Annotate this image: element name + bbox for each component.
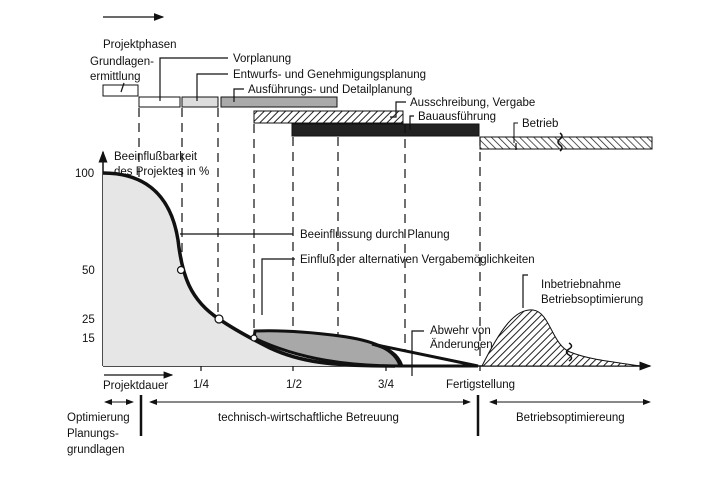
- abwehr-wedge: [371, 342, 479, 368]
- annotation-abwehr-2: Änderungen: [430, 339, 493, 351]
- x-tick-quarter: 1/4: [193, 379, 210, 391]
- y-tick-100: 100: [75, 168, 94, 180]
- x-tick-half: 1/2: [286, 379, 302, 391]
- label-entwurf: Entwurfs- und Genehmigungsplanung: [233, 69, 426, 81]
- bottom-opt-3: grundlagen: [67, 444, 125, 456]
- label-grundlagen-1: Grundlagen-: [90, 56, 154, 68]
- bar-betrieb: [479, 136, 653, 150]
- annotation-planung: Beeinflussung durch Planung: [300, 229, 450, 241]
- x-tick-marks: [200, 366, 481, 371]
- label-vorplanung: Vorplanung: [233, 53, 291, 65]
- annotation-vergabe: Einfluß der alternativen Vergabemöglichk…: [300, 254, 535, 266]
- leader-lines: [120, 57, 517, 150]
- bottom-opt-2: Planungs-: [67, 428, 119, 440]
- label-grundlagen-2: ermittlung: [90, 71, 141, 83]
- phases-header: Projektphasen: [103, 39, 177, 51]
- y-axis-label-2: des Projektes in %: [114, 166, 209, 178]
- bottom-technisch: technisch-wirtschaftliche Betreuung: [218, 412, 399, 424]
- label-ausschreibung: Ausschreibung, Vergabe: [410, 97, 535, 109]
- break-mark: [557, 132, 563, 152]
- y-tick-15: 15: [82, 333, 95, 345]
- influence-area: [103, 173, 395, 366]
- bar-grundlagen: [102, 84, 139, 97]
- leader-betrieb: [513, 122, 518, 143]
- annotation-abwehr-1: Abwehr von: [430, 325, 491, 337]
- annotation-inbetrieb-1: Inbetriebnahme: [541, 279, 621, 291]
- label-betrieb: Betrieb: [522, 118, 558, 130]
- bottom-opt-1: Optimierung: [67, 412, 130, 424]
- label-ausfuehrung: Ausführungs- und Detailplanung: [248, 84, 412, 96]
- annotation-inbetrieb-2: Betriebsoptimierung: [541, 294, 643, 306]
- y-tick-25: 25: [82, 314, 95, 326]
- point-50: [176, 265, 186, 275]
- bottom-betrieb: Betriebsoptimiereung: [516, 412, 625, 424]
- point-15: [250, 334, 258, 342]
- bar-entwurf: [181, 96, 219, 108]
- x-tick-three-quarter: 3/4: [378, 379, 395, 391]
- bar-ausschreibung: [253, 110, 404, 124]
- label-bauausfuehrung: Bauausführung: [418, 111, 496, 123]
- annotation-leaders: [180, 233, 528, 376]
- y-axis-label-1: Beeinflußbarkeit: [114, 151, 198, 163]
- x-tick-fertigstellung: Fertigstellung: [446, 379, 515, 391]
- y-tick-50: 50: [82, 265, 95, 277]
- break-mark-hump: [565, 342, 573, 362]
- duration-label: Projektdauer: [103, 380, 168, 392]
- inbetriebnahme-hump: [481, 309, 641, 367]
- bar-ausfuehrung: [220, 96, 338, 108]
- phase-dividers: [138, 108, 481, 360]
- bar-bauausfuehrung: [291, 123, 480, 137]
- point-25: [214, 314, 224, 324]
